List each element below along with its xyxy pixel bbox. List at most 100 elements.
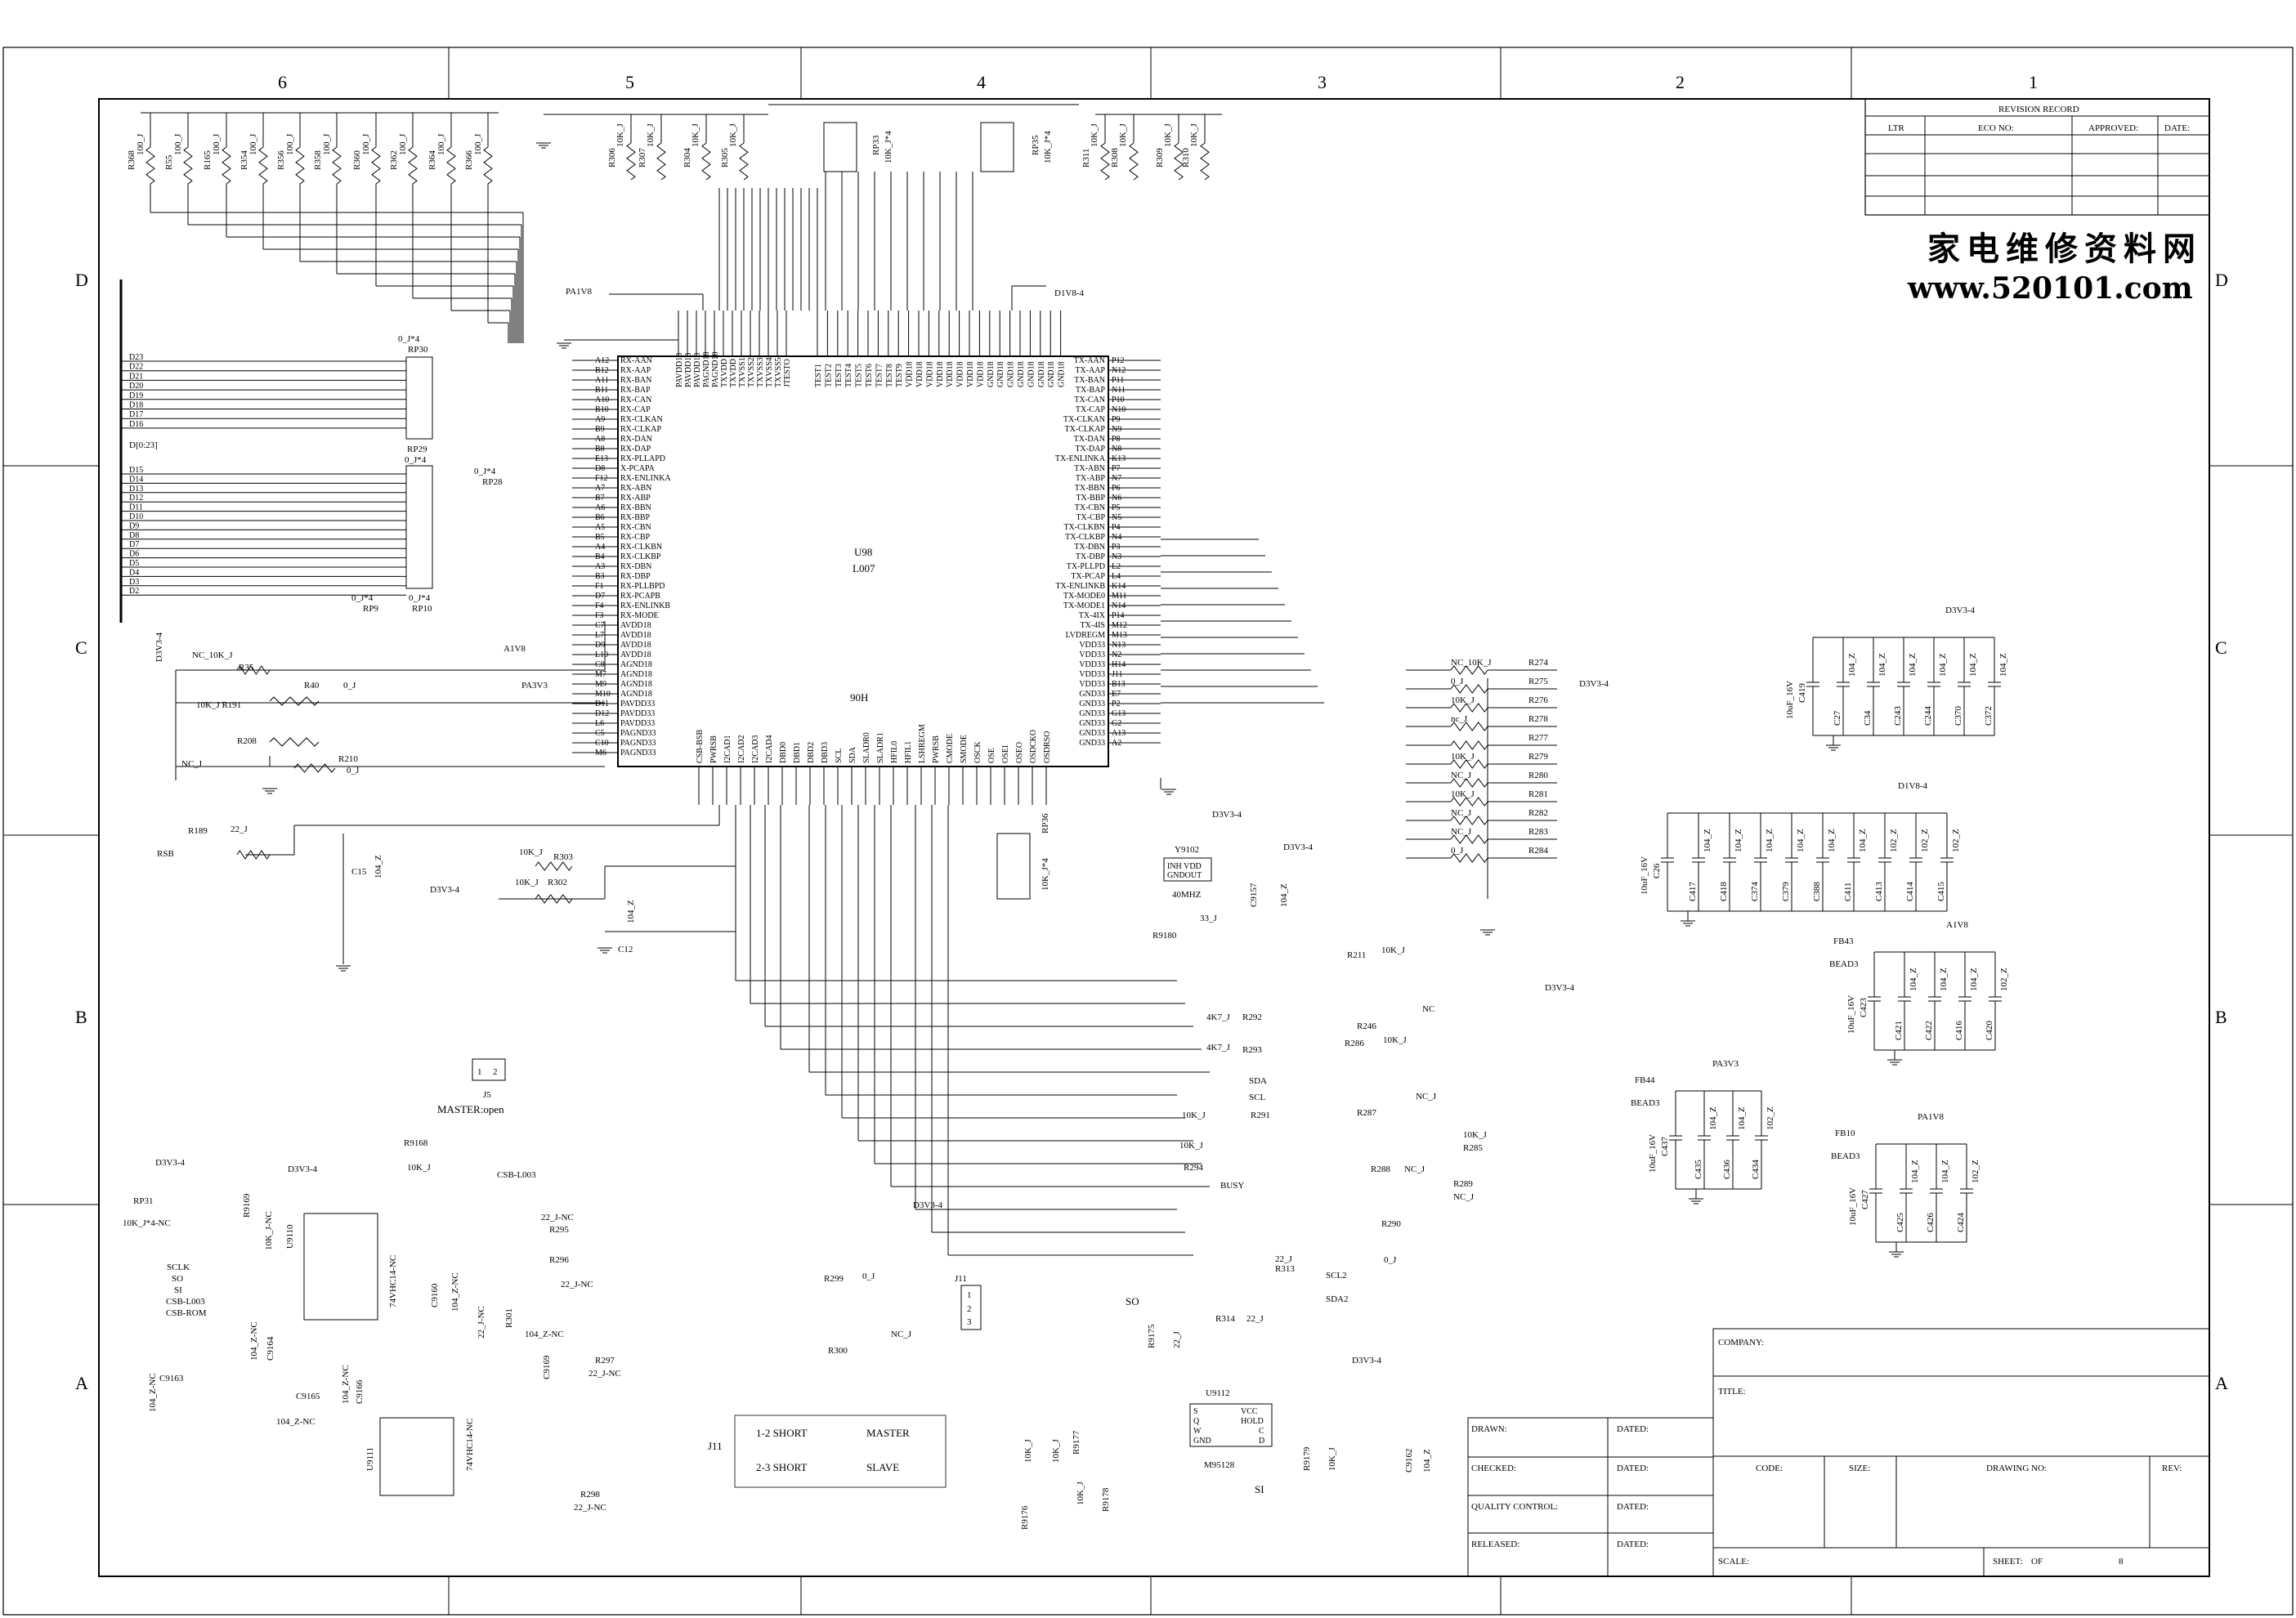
cap-ref: C424 <box>1956 1213 1966 1232</box>
bus-signal: D12 <box>129 494 143 503</box>
pin-number: B4 <box>595 552 605 561</box>
resistor-symbol <box>1100 142 1110 181</box>
label: 22_J-NC <box>589 1369 621 1379</box>
rp-label: RP29 <box>407 445 427 454</box>
pin-name: RX-ABP <box>620 494 651 503</box>
resistor-symbol <box>293 763 336 773</box>
pin-name: GND18 <box>987 361 996 387</box>
pin-name: JTESTO <box>783 359 792 387</box>
pin-name: I2CAD1 <box>723 735 732 763</box>
cap-ref: C243 <box>1893 706 1903 726</box>
res-val: 100_J <box>361 133 371 155</box>
pin-name: RX-AAN <box>620 356 652 365</box>
bus-signal: D10 <box>129 512 143 521</box>
pin-name: RX-PCAPB <box>620 592 660 601</box>
label: 0_J <box>1384 1255 1397 1265</box>
label: R302 <box>548 878 567 887</box>
pin-number: K14 <box>1112 582 1126 591</box>
res-ref: R277 <box>1528 733 1548 743</box>
pin-number: B11 <box>595 386 608 395</box>
rp-label: 0_J*4 <box>474 467 496 476</box>
pin-number: A12 <box>595 356 609 365</box>
label: 104_Z <box>374 855 383 878</box>
resistor-symbol <box>371 146 381 185</box>
pin-name: CMODE <box>946 734 955 763</box>
pin-number: N3 <box>1112 552 1121 561</box>
label: 40MHZ <box>1172 890 1202 900</box>
label: M95128 <box>1204 1460 1235 1470</box>
pin-name: RX-BAN <box>620 376 651 385</box>
pin-name: TXVSS1 <box>738 357 747 387</box>
pin-number: N14 <box>1112 601 1126 610</box>
label: R9180 <box>1152 931 1177 941</box>
res-val: 100_J <box>436 133 446 155</box>
label: R298 <box>580 1490 600 1500</box>
pin-name: OSDRSO <box>1043 731 1052 763</box>
res-val: 100_J <box>322 133 332 155</box>
res-val: 0_J <box>1451 846 1464 856</box>
cap-ref: C427 <box>1860 1190 1870 1209</box>
pin-number: N7 <box>1112 474 1121 483</box>
pin-name: SMODE <box>960 735 969 763</box>
pin-number: N8 <box>1112 445 1121 454</box>
pin: C <box>1259 1427 1264 1436</box>
cap-val: 104_Z <box>1998 653 2008 677</box>
pin-number: K13 <box>1112 454 1126 463</box>
pin-name: I2CAD4 <box>765 735 774 763</box>
pin-number: N5 <box>1112 513 1121 522</box>
label: SDA <box>1249 1076 1267 1086</box>
net-label: A1V8 <box>1946 920 1968 930</box>
res-val: 10K_J <box>1451 695 1475 705</box>
label: 104_Z <box>1422 1449 1432 1473</box>
rev-col: LTR <box>1888 123 1904 133</box>
pin: S <box>1193 1407 1198 1416</box>
pin-name: X-PCAPA <box>620 464 656 473</box>
label: Y9102 <box>1175 845 1199 855</box>
pin-number: A8 <box>595 435 605 444</box>
rp-label: RP30 <box>408 345 428 355</box>
bus-signal: D14 <box>129 475 143 484</box>
label: 4K7_J <box>1206 1012 1230 1022</box>
label: R40 <box>304 681 320 691</box>
label: J11 <box>955 1274 967 1284</box>
cap-val: 104_Z <box>1938 653 1948 677</box>
pin-number: N13 <box>1112 641 1126 650</box>
rev-col: ECO NO: <box>1978 123 2014 133</box>
pin-name: GND33 <box>1079 690 1105 699</box>
label: NC_J <box>891 1330 912 1339</box>
pin: GND <box>1193 1437 1211 1446</box>
bus-signal: D15 <box>129 466 143 475</box>
pin-name: DBD1 <box>793 742 802 763</box>
revision-record: REVISION RECORD LTR ECO NO: APPROVED: DA… <box>1864 98 2210 216</box>
label: 10K_J <box>407 1163 431 1173</box>
label: R9177 <box>1072 1430 1081 1455</box>
pin-name: GND33 <box>1079 739 1105 748</box>
i2c-block: R211 10K_J R246 NC R286 10K_J R287 NC_J … <box>1179 945 1575 1265</box>
label: SIZE: <box>1849 1464 1870 1473</box>
label: C9163 <box>159 1374 184 1383</box>
pin-name: TX-AAN <box>1074 356 1105 365</box>
res-val: 100_J <box>285 133 295 155</box>
res-val: 10K_J <box>1451 789 1475 799</box>
row-label: B <box>75 1007 87 1027</box>
net-label: D3V3-4 <box>1579 679 1609 689</box>
resistor-symbol <box>1450 834 1488 844</box>
pin-name: PAVDD18 <box>675 353 684 387</box>
bead-ref: FB44 <box>1635 1075 1655 1085</box>
bus-signal: D17 <box>129 410 143 419</box>
res-ref: R308 <box>1110 148 1120 168</box>
resistor-symbol <box>1200 142 1210 181</box>
pin-number: C7 <box>595 621 605 630</box>
resistor-symbol <box>1450 778 1488 788</box>
label: NC_J <box>1416 1092 1437 1102</box>
bus-signal: D16 <box>129 420 143 429</box>
label: D3V3-4 <box>1545 983 1575 993</box>
pin-number: L7 <box>595 631 604 640</box>
res-ref: R283 <box>1528 827 1548 837</box>
label: 104_Z-NC <box>450 1272 460 1312</box>
rp-label: 10K_J*4 <box>1041 858 1050 891</box>
cap-ref: C244 <box>1923 706 1933 726</box>
col-label: 6 <box>278 72 287 92</box>
res-ref: R310 <box>1181 148 1191 168</box>
